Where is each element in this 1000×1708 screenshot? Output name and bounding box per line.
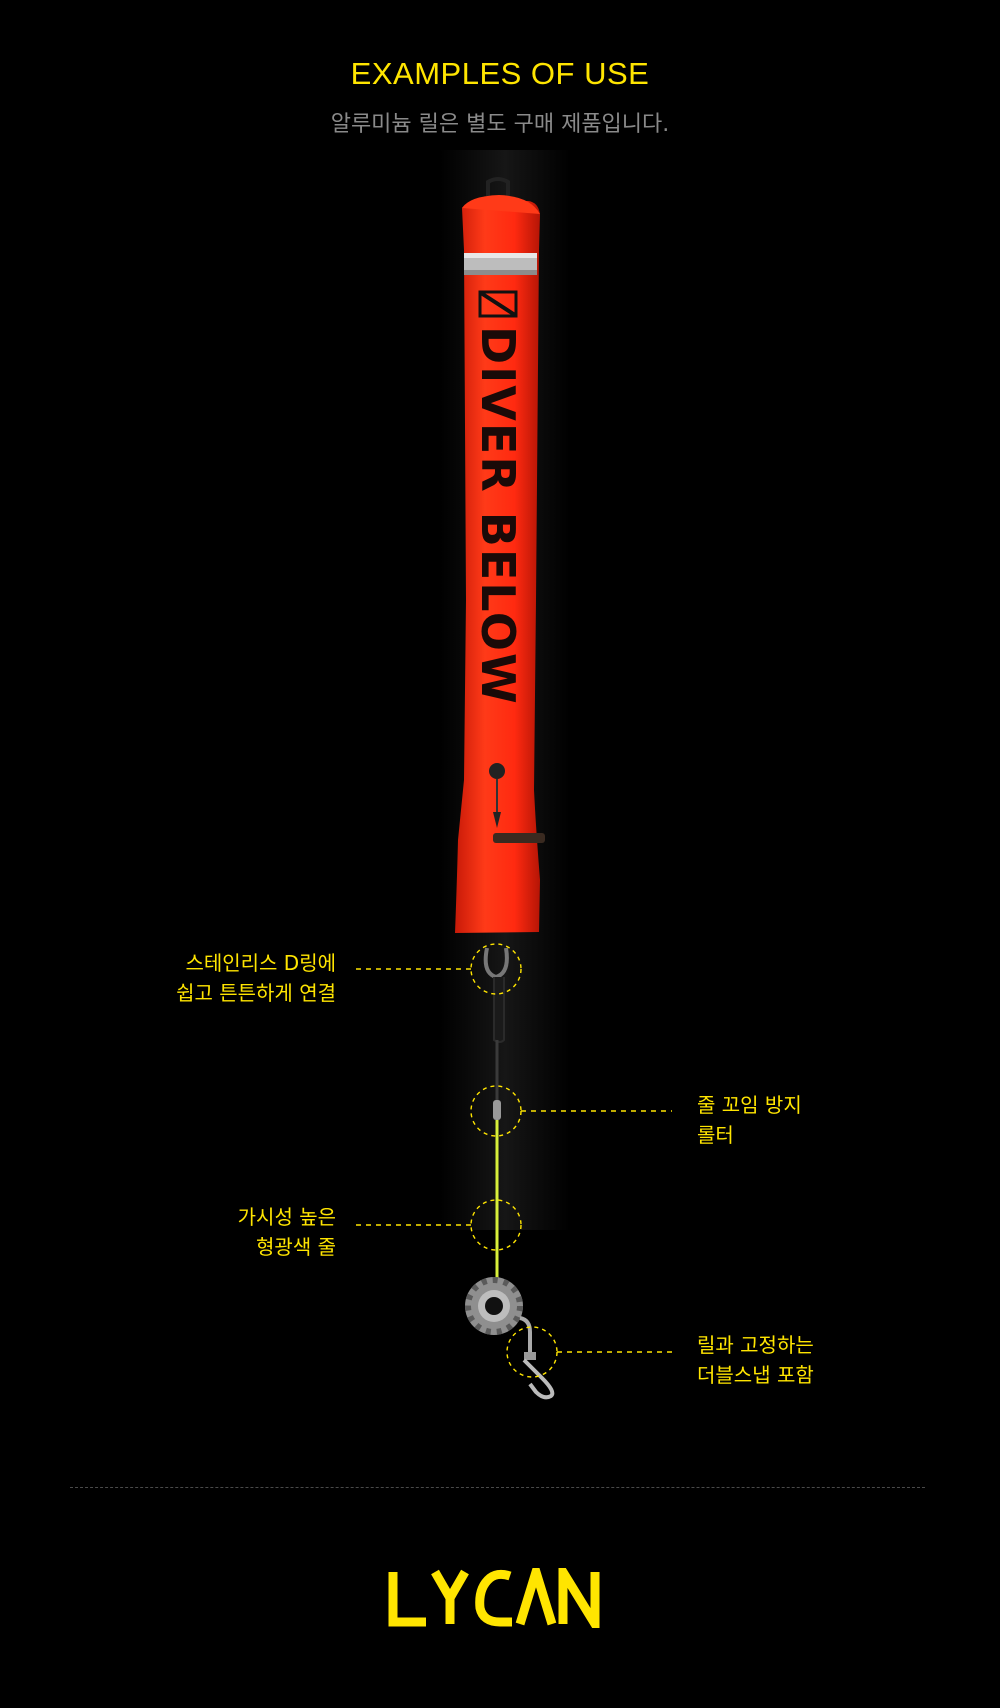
reflective-band: [464, 253, 537, 275]
buoy-body: [455, 200, 540, 933]
callout-swivel: 줄 꼬임 방지 롤터: [697, 1093, 802, 1147]
inflator-tube: [493, 833, 545, 843]
page-subtitle: 알루미늄 릴은 별도 구매 제품입니다.: [330, 112, 670, 137]
callout-snap: 릴과 고정하는 더블스냅 포함: [697, 1333, 814, 1387]
buoy-label: DIVER BELOW: [471, 326, 525, 706]
section-divider: [70, 1487, 925, 1488]
double-snap: [519, 1316, 555, 1400]
callout-line: 가시성 높은 형광색 줄: [237, 1205, 336, 1259]
dump-valve: [489, 763, 505, 779]
callout-marker-3: [470, 1199, 522, 1251]
swivel: [493, 1100, 501, 1120]
buoy-top-loop: [486, 177, 510, 196]
callout-marker-1: [470, 943, 522, 995]
page-title: EXAMPLES OF USE: [350, 56, 650, 91]
d-ring: [483, 947, 509, 980]
callout-d-ring: 스테인리스 D링에 쉽고 튼튼하게 연결: [176, 951, 336, 1005]
lycan-logo: [388, 1568, 600, 1628]
spool-reel: [465, 1277, 523, 1335]
dive-flag-icon: [478, 290, 518, 318]
